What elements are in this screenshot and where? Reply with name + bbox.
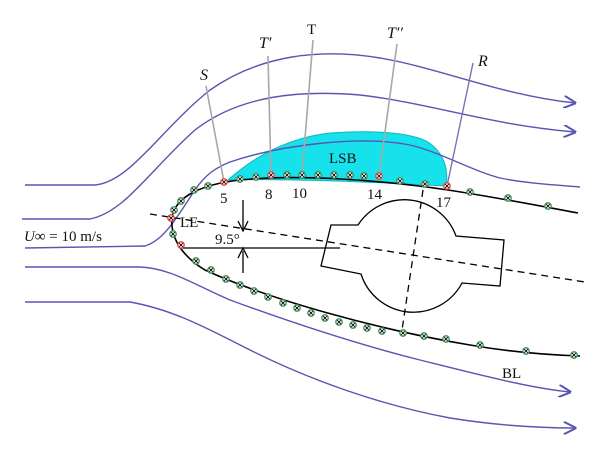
pressure-tap-cross [193,258,199,264]
label-lsb: LSB [329,151,357,167]
sensor-number-8: 8 [265,187,273,203]
pressure-tap-cross [331,172,337,178]
pressure-tap-cross [251,288,257,294]
chord-line [149,213,586,283]
pressure-tap-cross [268,172,274,178]
pressure-tap-cross [421,333,427,339]
streamline-5 [25,301,575,428]
pressure-tap-cross [168,215,174,221]
ray-t-prime [267,55,272,176]
pressure-tap-cross [170,231,176,237]
label-s: S [200,67,208,84]
pressure-tap-cross [178,198,184,204]
pressure-tap-cross [284,172,290,178]
pressure-tap-cross [336,319,342,325]
pressure-tap-cross [221,179,227,185]
ray-t [301,39,314,176]
marker-rays [205,39,474,187]
pressure-tap-cross [191,187,197,193]
pressure-tap-cross [523,348,529,354]
pressure-tap-cross [364,325,370,331]
pressure-tap-cross [265,294,271,300]
pressure-tap-cross [545,203,551,209]
label-le: LE [180,215,198,231]
ray-t-double-prime [378,43,398,177]
pressure-tap-cross [444,183,450,189]
pressure-tap-cross [467,189,473,195]
angle-indicator [237,200,249,273]
streamlines [22,53,581,428]
pressure-tap-cross [237,176,243,182]
pressure-tap-cross [205,183,211,189]
label-t: T [307,22,316,38]
pressure-tap-cross [443,336,449,342]
pressure-tap-cross [347,172,353,178]
sensor-number-14: 14 [367,187,383,203]
pressure-tap-cross [400,330,406,336]
ray-s [205,85,225,183]
sensor-number-17: 17 [436,195,452,211]
pressure-tap-cross [322,315,328,321]
streamline-1 [25,53,575,186]
label-t-prime: T′ [259,35,272,52]
pressure-tap-cross [208,267,214,273]
pressure-tap-cross [299,172,305,178]
pressure-tap-cross [397,178,403,184]
pressure-tap-cross [171,207,177,213]
label-angle: 9.5° [215,232,240,248]
laminar-separation-bubble [226,131,448,187]
pressure-tap-cross [223,276,229,282]
pressure-tap-cross [477,342,483,348]
pressure-tap-cross [379,328,385,334]
angle-arrowhead-upper [237,220,249,233]
pressure-tap-cross [178,242,184,248]
streamline-2 [22,92,575,220]
freestream-symbol: U∞ [24,229,46,245]
streamline-3 [24,140,581,249]
sensor-number-5: 5 [220,191,228,207]
pressure-tap-cross [315,172,321,178]
pressure-tap-cross [280,300,286,306]
pressure-tap-cross [571,352,577,358]
label-t-double-prime: T′′ [387,25,403,42]
pressure-tap-cross [361,173,367,179]
rotor-hub-shape [320,199,505,313]
pressure-tap-cross [422,181,428,187]
pressure-tap-cross [253,174,259,180]
pressure-tap-cross [237,282,243,288]
pressure-tap-markers [167,171,578,359]
sensor-number-10: 10 [292,186,307,202]
label-bl: BL [502,366,521,382]
airfoil-outline [171,176,581,357]
pressure-tap-cross [505,195,511,201]
rotor-axis-line [401,189,424,331]
pressure-tap-cross [350,322,356,328]
freestream-value: = 10 m/s [46,229,103,245]
ray-r [446,62,474,187]
streamline-4 [25,266,570,392]
angle-arrowhead-lower [237,246,249,259]
pressure-tap-cross [308,310,314,316]
pressure-tap-cross [376,173,382,179]
label-r: R [477,53,488,70]
label-freestream: U∞ = 10 m/s [24,229,102,245]
pressure-tap-cross [294,305,300,311]
